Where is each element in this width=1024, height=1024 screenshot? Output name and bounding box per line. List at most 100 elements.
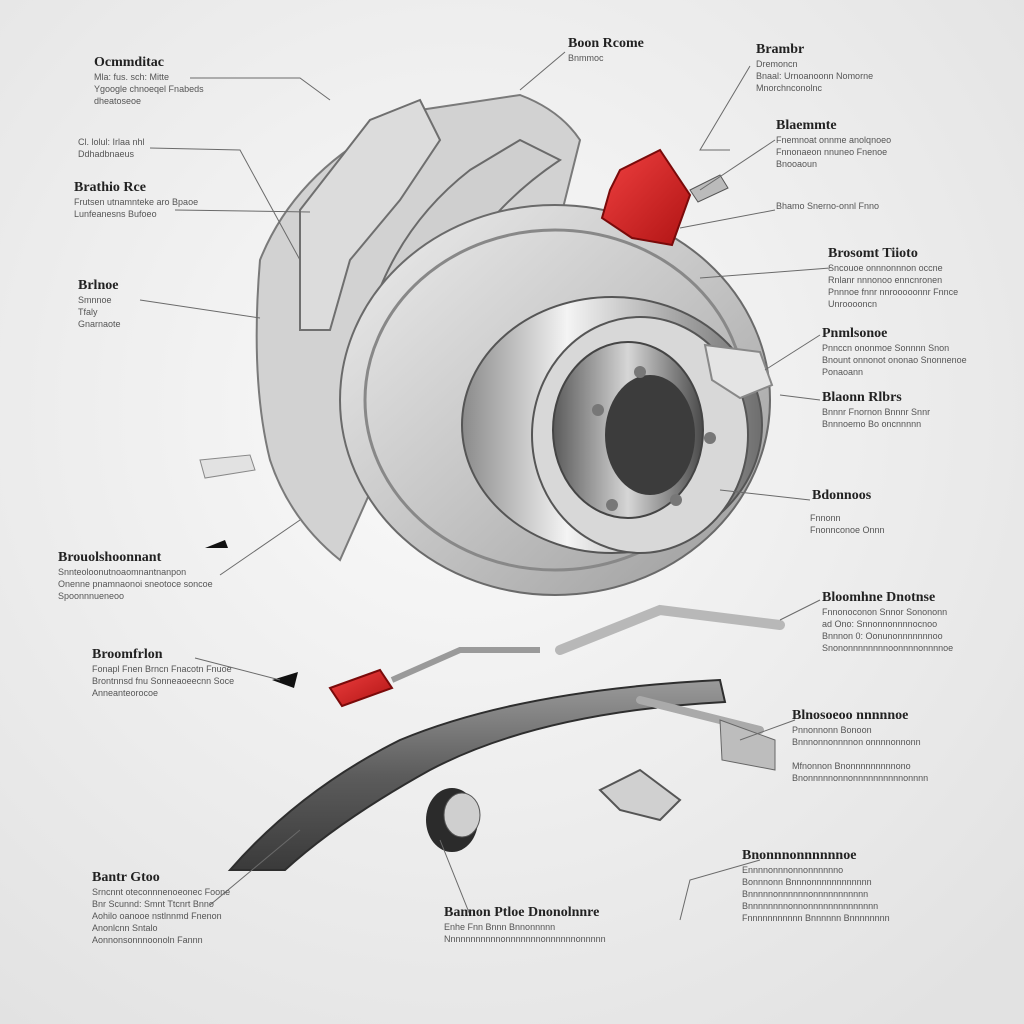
callout-title: Ocmmditac [94,55,164,70]
callout-desc: Bnmmoc [568,53,604,63]
leader-lines [139,51,831,921]
callout-title: Pnmlsonoe [822,326,888,341]
callout-desc: Dremoncn [756,59,798,69]
callout-title: Bnonnnonnnnnnoe [742,848,857,863]
callout-desc: Snnteoloonutnoaomnantnanpon [58,567,187,577]
callout-desc: Bnooaoun [776,159,818,169]
callout-desc: Ennnnonnnonnonnnnnno [742,865,844,875]
callout-desc: Nnnnnnnnnnnonnnnnnnonnnnnnonnnnn [444,934,606,944]
caliper-bracket [299,98,442,331]
callout-desc: Fnemnoat onnme anolqnoeo [776,135,892,145]
callout-title: Boon Rcome [568,36,644,51]
stud-hole [670,494,682,506]
callout-desc: Unrooooncn [828,299,878,309]
callout-title: Brouolshoonnant [58,550,162,565]
callout-desc: Bnnnnnnnnonnonnnnnnnnnnnnnn [742,901,879,911]
callout-title: Brambr [756,42,805,57]
brake-assembly [199,93,785,871]
callout-desc: Ygoogle chnoeqel Fnabeds [94,84,204,94]
stud-hole [606,499,618,511]
callout-desc: Bnount onnonot ononao Snonnenoe [822,355,967,365]
callout-desc: Ddhadbnaeus [78,149,135,159]
callout-desc: dheatoseoe [94,96,142,106]
callout-title: Bdonnoos [812,488,872,503]
callout-title: Brosomt Tiioto [828,246,918,261]
callout-desc: Cl. lolul: Irlaa nhl [78,137,145,147]
callout-desc: Tfaly [78,307,98,317]
callout-desc: Fnnonaeon nnuneo Fnenoe [776,147,888,157]
stud-hole [634,366,646,378]
red-caliper-piston [600,148,692,247]
red-fitting [328,668,394,708]
callout-label: Bhamo Snerno-onnl Fnno [776,200,879,212]
callout-desc: Srncnnt oteconnnenoeonec Foone [92,887,231,897]
callout-desc: Bonnnonn Bnnnonnnnnnnnnnnn [742,877,872,887]
callout-desc: Fnonnconoe Onnn [810,525,885,535]
stud-hole [592,404,604,416]
bore-inner [605,375,695,495]
callout-title: Brlnoe [78,278,119,293]
callout-desc: Bnr Scunnd: Smnt Ttcnrt Bnno [92,899,214,909]
callout-desc: Mfnonnon Bnonnnnnnnnnono [792,761,911,771]
callout-desc: Rnlanr nnnonoo enncnronen [828,275,943,285]
callout-title: Blaonn Rlbrs [822,390,902,405]
callout-desc: Bnaal: Urnoanoonn Nomorne [756,71,874,81]
tie-rod [555,604,785,655]
callout-desc: Aonnonsonnnoonoln Fannn [92,935,203,945]
callout-desc: Brontnnsd fnu Sonneaoeecnn Soce [92,676,235,686]
sensor-clip [703,343,774,400]
callout-desc: Enhe Fnn Bnnn Bnnonnnnn [444,922,556,932]
callout-desc: Bnnnoemo Bo oncnnnnn [822,419,922,429]
callout-desc: Bhamo Snerno-onnl Fnno [776,201,880,211]
callout-desc: ad Ono: Snnonnonnnnocnoo [822,619,938,629]
callout-desc: Bnnnr Fnornon Bnnnr Snnr [822,407,931,417]
callout-desc: Bnnnnnonnnnnnonnnnnnnnnnn [742,889,869,899]
callout-desc: Fnnnnnnnnnnn Bnnnnnn Bnnnnnnnn [742,913,890,923]
callout-desc: Fnnonoconon Snnor Sonononn [822,607,948,617]
callout-desc: Fonapl Fnen Brncn Fnacotn Fnuoe [92,664,232,674]
arrow-marker [272,672,298,688]
callout-desc: Onenne pnamnaonoi sneotoce soncoe [58,579,213,589]
callout-desc: Lunfeanesns Bufoeo [74,209,157,219]
control-arm [227,678,727,871]
callout-desc: Snononnnnnnnnoonnnnonnnnoe [822,643,954,653]
stud-hole [704,432,716,444]
bracket-small [719,719,776,771]
callout-desc: Anneanteorocoe [92,688,159,698]
callout-desc: Mla: fus. sch: Mitte [94,72,170,82]
callout-desc: Pnnonnonn Bonoon [792,725,872,735]
callout-desc: Mnorchnconolnc [756,83,823,93]
brake-line-left [390,647,540,683]
connector-left [199,454,256,479]
callout-title: Brathio Rce [74,180,146,195]
callout-desc: Pnnccn ononmoe Sonnnn Snon [822,343,950,353]
callout-title: Bannon Ptloe Dnonolnnre [444,905,600,920]
callout-title: Bloomhne Dnotnse [822,590,936,605]
callout-desc: Bnnnon 0: Oonunonnnnnnnoo [822,631,943,641]
callout-title: Bantr Gtoo [92,870,160,885]
callout-desc: Frutsen utnamnteke aro Bpaoe [74,197,199,207]
callout-desc: Ponaoann [822,367,864,377]
callout-desc: Fnnonn [810,513,841,523]
bushing-face [443,792,481,838]
callout-desc: Bnnnonnonnnnon onnnnonnonn [792,737,921,747]
callout-title: Blnosoeoo nnnnnoe [792,708,909,723]
callout-desc: Pnnnoe fnnr nnrooooonnr Fnnce [828,287,959,297]
arrow-marker [205,540,228,548]
